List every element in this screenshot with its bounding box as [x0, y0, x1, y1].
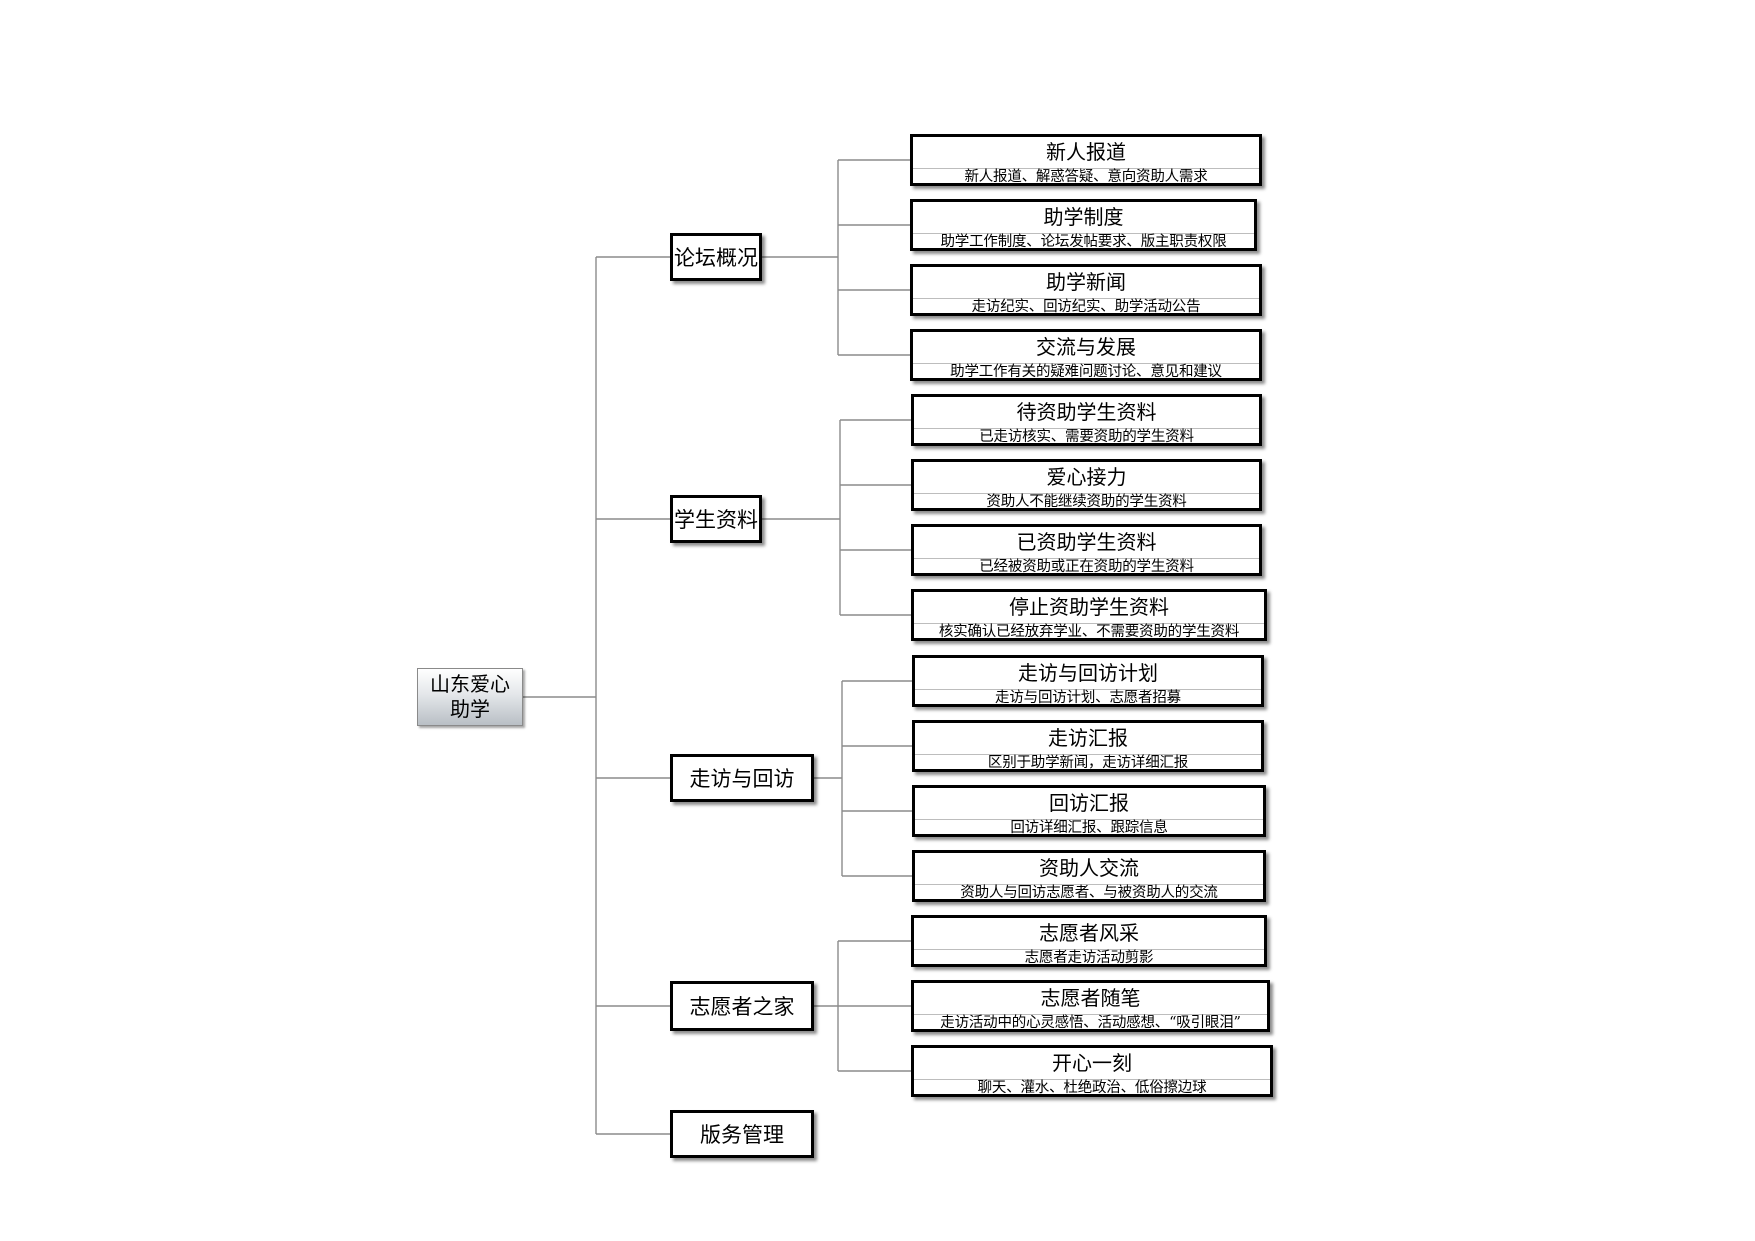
leaf-title: 资助人交流: [915, 853, 1263, 885]
leaf-node[interactable]: 助学制度 助学工作制度、论坛发帖要求、版主职责权限: [910, 199, 1257, 251]
leaf-title: 助学新闻: [913, 267, 1259, 299]
leaf-description: 已走访核实、需要资助的学生资料: [979, 429, 1194, 445]
leaf-description: 新人报道、解惑答疑、意向资助人需求: [964, 169, 1208, 185]
leaf-title: 开心一刻: [914, 1048, 1270, 1080]
leaf-title: 志愿者风采: [914, 918, 1264, 950]
root-label-line2: 助学: [450, 697, 490, 721]
category-label: 走访与回访: [689, 767, 795, 791]
leaf-description: 助学工作制度、论坛发帖要求、版主职责权限: [940, 234, 1227, 250]
leaf-title: 走访与回访计划: [915, 658, 1261, 690]
category-label: 论坛概况: [674, 246, 758, 270]
leaf-description: 已经被资助或正在资助的学生资料: [979, 559, 1194, 575]
leaf-description: 核实确认已经放弃学业、不需要资助的学生资料: [938, 624, 1240, 640]
category-node-board-management[interactable]: 版务管理: [670, 1110, 814, 1158]
leaf-node[interactable]: 新人报道 新人报道、解惑答疑、意向资助人需求: [910, 134, 1262, 186]
leaf-node[interactable]: 走访汇报 区别于助学新闻，走访详细汇报: [912, 720, 1264, 772]
leaf-description: 资助人与回访志愿者、与被资助人的交流: [960, 885, 1218, 901]
leaf-title: 助学制度: [913, 202, 1254, 234]
category-node-visits[interactable]: 走访与回访: [670, 754, 814, 802]
leaf-description: 资助人不能继续资助的学生资料: [986, 494, 1187, 510]
leaf-title: 已资助学生资料: [914, 527, 1259, 559]
leaf-title: 停止资助学生资料: [914, 592, 1264, 624]
leaf-description: 回访详细汇报、跟踪信息: [1010, 820, 1168, 836]
leaf-node[interactable]: 待资助学生资料 已走访核实、需要资助的学生资料: [911, 394, 1262, 446]
category-node-volunteer-home[interactable]: 志愿者之家: [670, 981, 814, 1031]
root-node[interactable]: 山东爱心 助学: [417, 668, 523, 726]
leaf-title: 交流与发展: [913, 332, 1259, 364]
leaf-title: 爱心接力: [914, 462, 1259, 494]
leaf-node[interactable]: 志愿者随笔 走访活动中的心灵感悟、活动感想、“吸引眼泪”: [911, 980, 1270, 1032]
leaf-description: 走访纪实、回访纪实、助学活动公告: [971, 299, 1201, 315]
leaf-title: 待资助学生资料: [914, 397, 1259, 429]
leaf-node[interactable]: 停止资助学生资料 核实确认已经放弃学业、不需要资助的学生资料: [911, 589, 1267, 641]
leaf-title: 新人报道: [913, 137, 1259, 169]
category-label: 版务管理: [700, 1123, 784, 1147]
leaf-title: 走访汇报: [915, 723, 1261, 755]
leaf-node[interactable]: 资助人交流 资助人与回访志愿者、与被资助人的交流: [912, 850, 1266, 902]
root-label-line1: 山东爱心: [430, 672, 510, 696]
category-node-forum-overview[interactable]: 论坛概况: [670, 233, 762, 281]
leaf-title: 志愿者随笔: [914, 983, 1267, 1015]
leaf-node[interactable]: 爱心接力 资助人不能继续资助的学生资料: [911, 459, 1262, 511]
leaf-node[interactable]: 开心一刻 聊天、灌水、杜绝政治、低俗擦边球: [911, 1045, 1273, 1097]
leaf-description: 区别于助学新闻，走访详细汇报: [987, 755, 1189, 771]
leaf-node[interactable]: 回访汇报 回访详细汇报、跟踪信息: [912, 785, 1266, 837]
leaf-title: 回访汇报: [915, 788, 1263, 820]
category-label: 志愿者之家: [689, 995, 795, 1019]
leaf-description: 走访与回访计划、志愿者招募: [995, 690, 1181, 706]
leaf-description: 助学工作有关的疑难问题讨论、意见和建议: [950, 364, 1222, 380]
leaf-description: 聊天、灌水、杜绝政治、低俗擦边球: [977, 1080, 1207, 1096]
leaf-node[interactable]: 交流与发展 助学工作有关的疑难问题讨论、意见和建议: [910, 329, 1262, 381]
leaf-node[interactable]: 已资助学生资料 已经被资助或正在资助的学生资料: [911, 524, 1262, 576]
leaf-node[interactable]: 助学新闻 走访纪实、回访纪实、助学活动公告: [910, 264, 1262, 316]
leaf-node[interactable]: 走访与回访计划 走访与回访计划、志愿者招募: [912, 655, 1264, 707]
leaf-node[interactable]: 志愿者风采 志愿者走访活动剪影: [911, 915, 1267, 967]
leaf-description: 走访活动中的心灵感悟、活动感想、“吸引眼泪”: [940, 1015, 1241, 1031]
category-label: 学生资料: [674, 508, 758, 532]
leaf-description: 志愿者走访活动剪影: [1024, 950, 1154, 966]
category-node-student-info[interactable]: 学生资料: [670, 495, 762, 543]
